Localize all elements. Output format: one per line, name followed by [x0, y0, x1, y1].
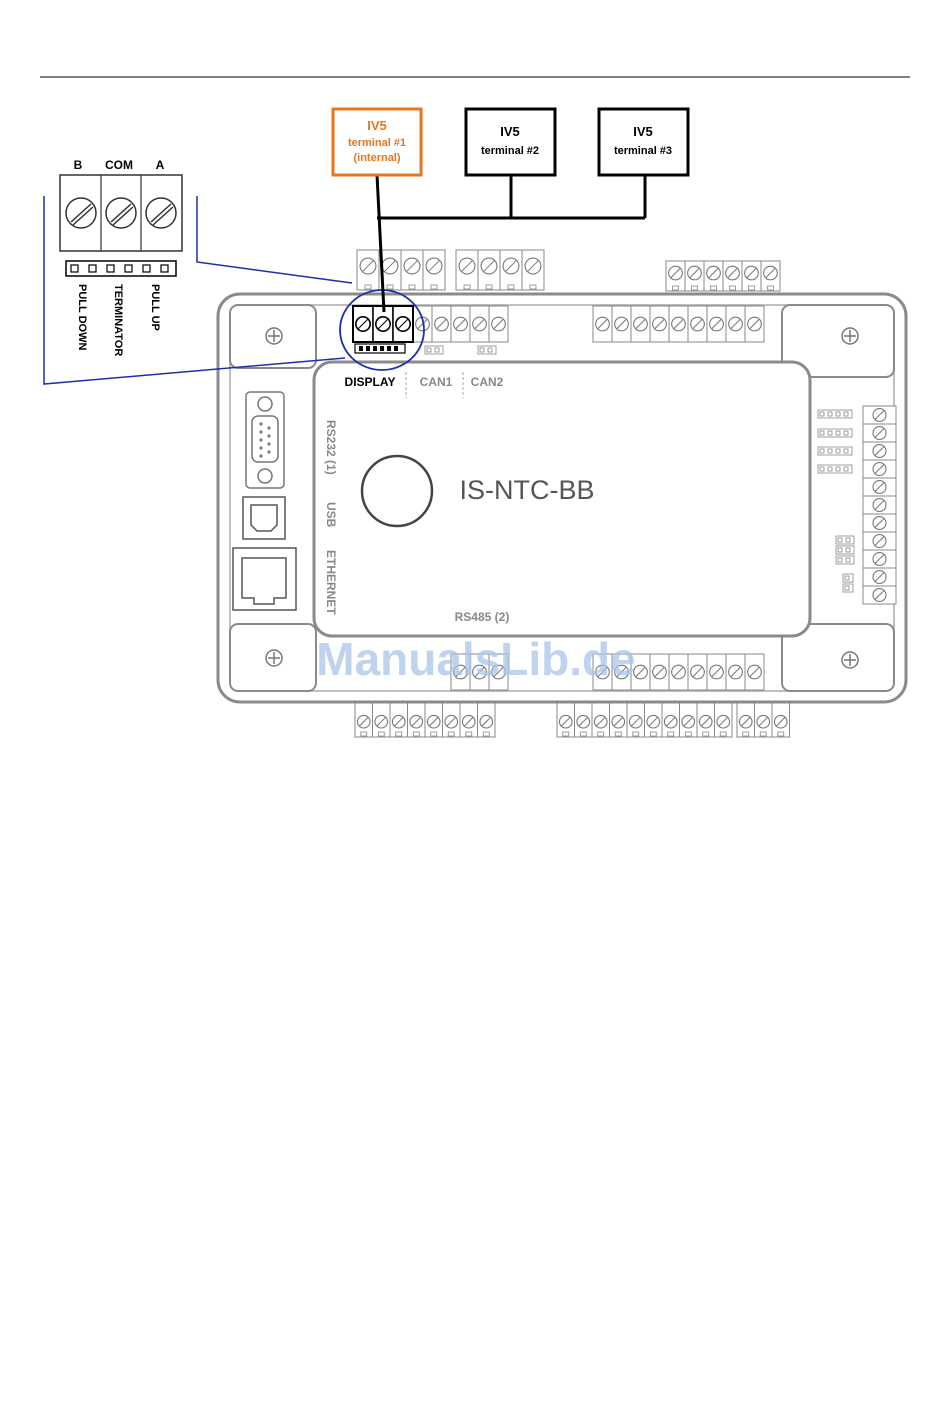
- zoom-label-com: COM: [105, 158, 133, 172]
- terminal-1-name: IV5: [367, 118, 387, 133]
- jumper-label-pull-up: PULL UP: [149, 284, 161, 331]
- iv5-terminal-3: IV5 terminal #3: [599, 109, 688, 175]
- port-label-rs232: RS232 (1): [324, 420, 338, 475]
- jumper-pins: [836, 536, 854, 544]
- rs485-bus-wiring: [377, 175, 645, 312]
- port-label-can2: CAN2: [471, 375, 504, 389]
- terminal-block: [413, 306, 508, 342]
- jumper-pins: [836, 556, 854, 564]
- terminal-block: [357, 250, 445, 290]
- screw-terminal-icon: [66, 198, 176, 228]
- watermark: ManualsLib.de: [316, 633, 635, 685]
- terminal-3-name: IV5: [633, 124, 653, 139]
- iv5-terminal-1: IV5 terminal #1 (internal): [333, 109, 421, 175]
- terminal-block: [593, 306, 764, 342]
- jumper-pins: [818, 410, 852, 418]
- port-label-usb: USB: [324, 502, 338, 528]
- port-label-ethernet: ETHERNET: [324, 550, 338, 615]
- jumper-pins: [478, 346, 496, 354]
- port-label-can1: CAN1: [420, 375, 453, 389]
- zoom-label-b: B: [74, 158, 83, 172]
- jumper-label-terminator: TERMINATOR: [112, 284, 124, 356]
- terminal-1-number: terminal #1: [348, 137, 406, 149]
- jumper-pins: [843, 574, 853, 582]
- terminal-2-name: IV5: [500, 124, 520, 139]
- iv5-terminal-2: IV5 terminal #2: [466, 109, 555, 175]
- screw-icon: [842, 652, 858, 668]
- terminal-1-internal: (internal): [353, 152, 400, 164]
- jumper-label-pull-down: PULL DOWN: [76, 284, 88, 350]
- controller-model-label: IS-NTC-BB: [460, 475, 595, 505]
- terminal-block: [863, 406, 896, 604]
- terminal-block: [456, 250, 544, 290]
- port-label-rs485: RS485 (2): [455, 610, 510, 624]
- terminal-block: [666, 261, 780, 291]
- status-led-window: [362, 456, 432, 526]
- jumper-pins: [818, 447, 852, 455]
- screw-icon: [842, 328, 858, 344]
- ethernet-connector-icon: [233, 548, 296, 610]
- jumper-pins: [843, 584, 853, 592]
- terminal-block: [557, 703, 732, 737]
- jumper-header: [66, 261, 176, 276]
- terminal-block: [355, 703, 495, 737]
- terminal-2-number: terminal #2: [481, 145, 539, 157]
- jumper-pins: [425, 346, 443, 354]
- zoom-label-a: A: [156, 158, 165, 172]
- screw-icon: [266, 650, 282, 666]
- rs232-connector-icon: [246, 392, 284, 488]
- terminal-block: [737, 703, 790, 737]
- port-label-display: DISPLAY: [345, 375, 396, 389]
- jumper-pins: [818, 465, 852, 473]
- screw-icon: [266, 328, 282, 344]
- connector-zoom: B COM A PULL DOWN TERMINATOR PULL UP: [60, 158, 182, 356]
- jumper-pins: [836, 546, 854, 554]
- jumper-pins: [818, 429, 852, 437]
- terminal-3-number: terminal #3: [614, 145, 672, 157]
- usb-connector-icon: [243, 497, 285, 539]
